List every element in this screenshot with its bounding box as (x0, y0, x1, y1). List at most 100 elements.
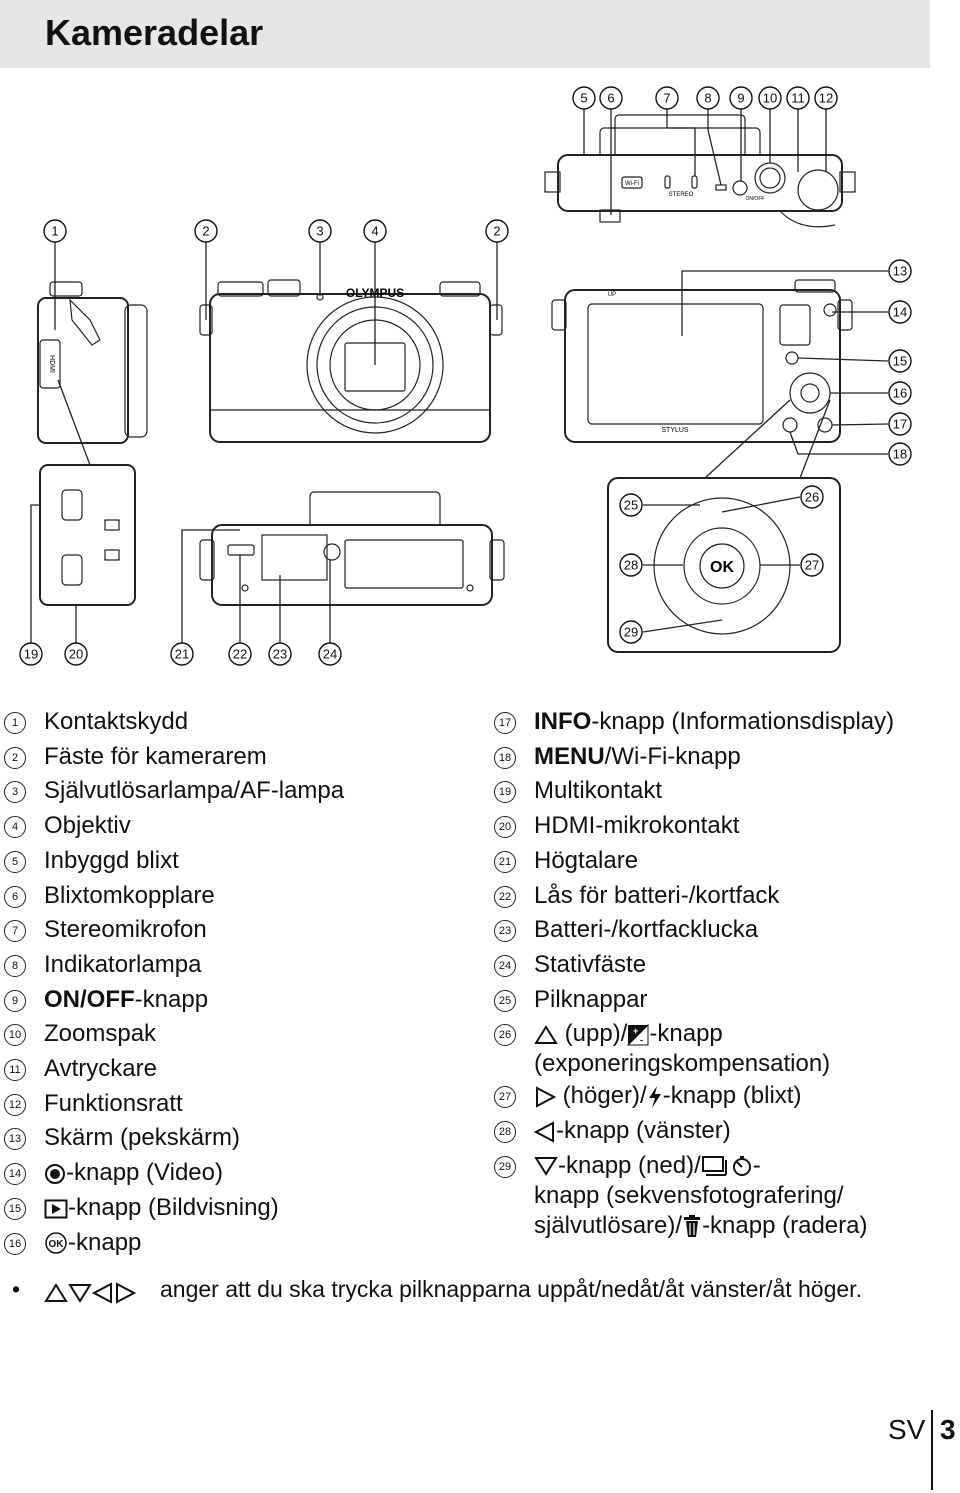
callout-21: 21 (170, 642, 194, 666)
svg-text:19: 19 (24, 647, 38, 662)
svg-text:13: 13 (893, 264, 907, 279)
camera-top-view: Wi-Fi STEREO ON/OFF (544, 114, 856, 228)
list-item: 27 (höger)/-knapp (blixt) (494, 1079, 960, 1114)
svg-text:29: 29 (624, 625, 638, 640)
camera-front-view: OLYMPUS (199, 279, 503, 443)
right-arrow-icon (116, 1282, 136, 1304)
down-arrow-icon (534, 1157, 558, 1177)
movie-icon (45, 1163, 65, 1184)
svg-text:6: 6 (607, 91, 614, 106)
back-leader-lines (681, 270, 889, 455)
svg-text:+: + (633, 1026, 638, 1036)
svg-text:20: 20 (69, 647, 83, 662)
up-arrow-icon (44, 1283, 68, 1302)
down-arrow-icon (68, 1283, 92, 1303)
callout-6: 6 (599, 86, 623, 110)
page-number: 3 (940, 1414, 956, 1445)
callout-20: 20 (64, 642, 88, 666)
svg-text:23: 23 (273, 647, 287, 662)
callout-4: 4 (363, 219, 387, 243)
arrow-keys-icons (44, 1278, 136, 1305)
callout-27: 27 (800, 553, 824, 577)
callout-7: 7 (655, 86, 679, 110)
callout-2a: 2 (194, 219, 218, 243)
svg-text:27: 27 (805, 558, 819, 573)
callout-numbers: 5 6 7 8 9 10 11 12 1 2 3 4 2 13 14 15 16… (19, 86, 912, 666)
callout-3: 3 (308, 219, 332, 243)
svg-text:2: 2 (493, 224, 500, 239)
svg-text:12: 12 (819, 91, 833, 106)
callout-26: 26 (800, 485, 824, 509)
bullet: • (12, 1276, 21, 1302)
svg-text:10: 10 (763, 91, 777, 106)
list-item: 15-knapp (Bildvisning) (0, 1191, 470, 1226)
svg-text:21: 21 (175, 647, 189, 662)
svg-text:24: 24 (323, 647, 337, 662)
svg-text:26: 26 (805, 490, 819, 505)
svg-text:9: 9 (737, 91, 744, 106)
svg-text:3: 3 (316, 224, 323, 239)
up-arrow-icon (534, 1025, 558, 1044)
callout-11: 11 (786, 86, 810, 110)
callout-23: 23 (268, 642, 292, 666)
onoff-label: ON/OFF (746, 196, 765, 202)
callout-14: 14 (888, 300, 912, 324)
callout-29: 29 (619, 620, 643, 644)
callout-13: 13 (888, 259, 912, 283)
callout-28: 28 (619, 553, 643, 577)
left-arrow-icon (534, 1121, 554, 1143)
svg-text:OK: OK (49, 1239, 65, 1250)
callout-25: 25 (619, 493, 643, 517)
svg-text:22: 22 (233, 647, 247, 662)
list-item: 29 -knapp (ned)/- knapp (sekvensfotograf… (494, 1149, 960, 1241)
trash-icon (684, 1215, 701, 1238)
callout-15: 15 (888, 349, 912, 373)
svg-text:4: 4 (371, 224, 378, 239)
port-zoom (39, 379, 136, 606)
callout-8: 8 (696, 86, 720, 110)
note-text: anger att du ska trycka pilknapparna upp… (160, 1276, 862, 1302)
hdmi-label: HDMI (48, 355, 55, 373)
svg-text:8: 8 (704, 91, 711, 106)
list-item: 14-knapp (Video) (0, 1156, 470, 1191)
svg-text:18: 18 (893, 447, 907, 462)
list-item: 26 (upp)/+--knapp (exponeringskompensati… (494, 1017, 960, 1079)
callout-10: 10 (758, 86, 782, 110)
svg-text:17: 17 (893, 417, 907, 432)
callout-18: 18 (888, 442, 912, 466)
callout-17: 17 (888, 412, 912, 436)
camera-back-view: UP STYLUS (551, 279, 853, 443)
svg-text:-: - (640, 1035, 643, 1045)
svg-text:5: 5 (580, 91, 587, 106)
left-arrow-icon (92, 1282, 112, 1304)
playback-icon (44, 1199, 68, 1218)
wifi-label: Wi-Fi (625, 181, 639, 187)
flash-up-label: UP (608, 292, 616, 298)
right-arrow-icon (536, 1086, 556, 1108)
svg-text:15: 15 (893, 354, 907, 369)
camera-illustration: Wi-Fi STEREO ON/OFF HDMI (0, 70, 960, 670)
top-leader-lines (583, 108, 827, 215)
camera-side-view: HDMI (37, 281, 148, 444)
svg-text:2: 2 (202, 224, 209, 239)
svg-text:1: 1 (51, 224, 58, 239)
callout-16: 16 (888, 381, 912, 405)
